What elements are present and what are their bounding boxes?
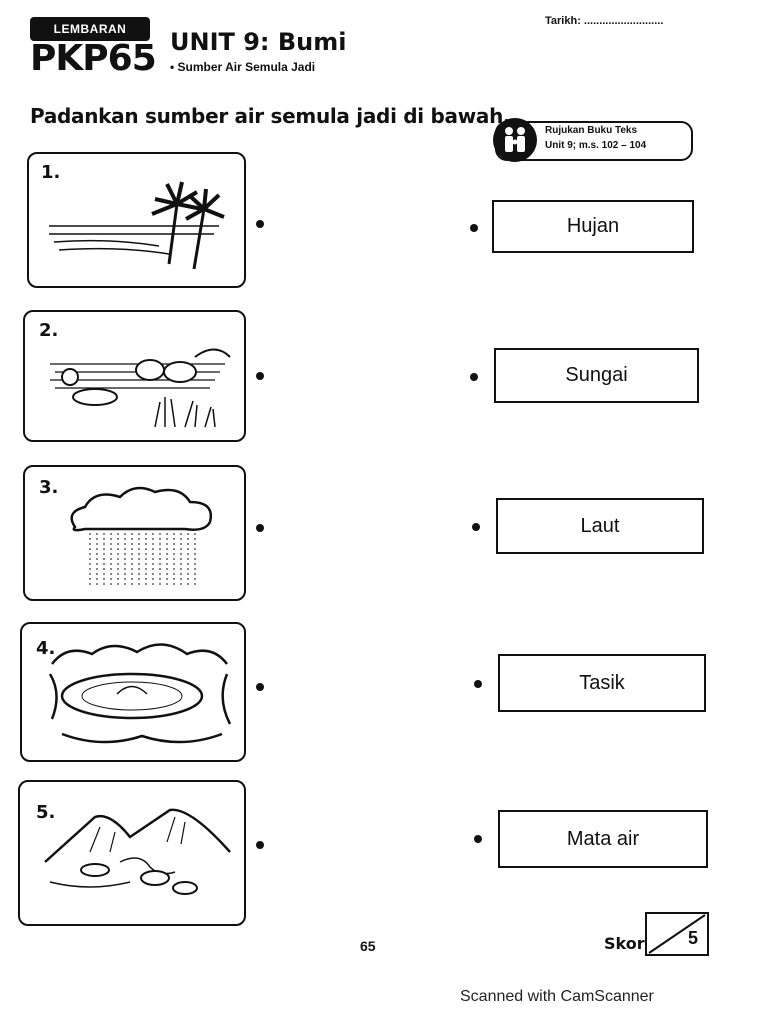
match-dot-left-1[interactable] bbox=[256, 220, 264, 228]
score-label: Skor bbox=[604, 934, 645, 953]
score-total: 5 bbox=[688, 928, 699, 948]
match-dot-right-2[interactable] bbox=[470, 373, 478, 381]
subtopic: • Sumber Air Semula Jadi bbox=[170, 60, 316, 74]
score-box bbox=[645, 912, 709, 956]
date-field: Tarikh: .......................... bbox=[545, 15, 664, 27]
family-icon bbox=[493, 118, 537, 162]
answer-box-laut: Laut bbox=[496, 498, 704, 554]
unit-title: UNIT 9: Bumi bbox=[170, 28, 347, 56]
match-dot-right-1[interactable] bbox=[470, 224, 478, 232]
answer-box-hujan: Hujan bbox=[492, 200, 694, 253]
reference-title: Rujukan Buku Teks bbox=[545, 125, 638, 136]
picture-box-4: 4. bbox=[20, 622, 246, 762]
picture-box-5: 5. bbox=[18, 780, 246, 926]
picture-box-1: 1. bbox=[27, 152, 246, 288]
picture-number: 1. bbox=[41, 162, 61, 183]
beach-palm-trees-icon bbox=[49, 181, 225, 270]
picture-number: 3. bbox=[39, 477, 59, 498]
instruction-text: Padankan sumber air semula jadi di bawah… bbox=[30, 104, 511, 128]
match-dot-right-3[interactable] bbox=[472, 523, 480, 531]
mountain-spring-icon bbox=[44, 808, 231, 895]
match-dot-left-3[interactable] bbox=[256, 524, 264, 532]
picture-number: 2. bbox=[39, 320, 59, 341]
match-dot-right-5[interactable] bbox=[474, 835, 482, 843]
rain-cloud-icon bbox=[70, 486, 213, 585]
answer-box-mata-air: Mata air bbox=[498, 810, 708, 868]
answer-box-tasik: Tasik bbox=[498, 654, 706, 712]
picture-box-2: 2. bbox=[23, 310, 246, 442]
scanner-watermark: Scanned with CamScanner bbox=[460, 988, 654, 1005]
reference-detail: Unit 9; m.s. 102 – 104 bbox=[545, 140, 647, 151]
match-dot-left-2[interactable] bbox=[256, 372, 264, 380]
answer-box-sungai: Sungai bbox=[494, 348, 699, 403]
picture-box-3: 3. bbox=[23, 465, 246, 601]
river-rocks-icon bbox=[50, 348, 231, 428]
lake-trees-icon bbox=[48, 643, 232, 744]
picture-number: 4. bbox=[36, 638, 56, 659]
page-number: 65 bbox=[360, 938, 376, 954]
worksheet-badge-top: LEMBARAN KERJA bbox=[30, 17, 150, 56]
match-dot-right-4[interactable] bbox=[474, 680, 482, 688]
worksheet-badge-main: PKP65 bbox=[30, 38, 157, 79]
match-dot-left-5[interactable] bbox=[256, 841, 264, 849]
match-dot-left-4[interactable] bbox=[256, 683, 264, 691]
picture-number: 5. bbox=[36, 802, 56, 823]
